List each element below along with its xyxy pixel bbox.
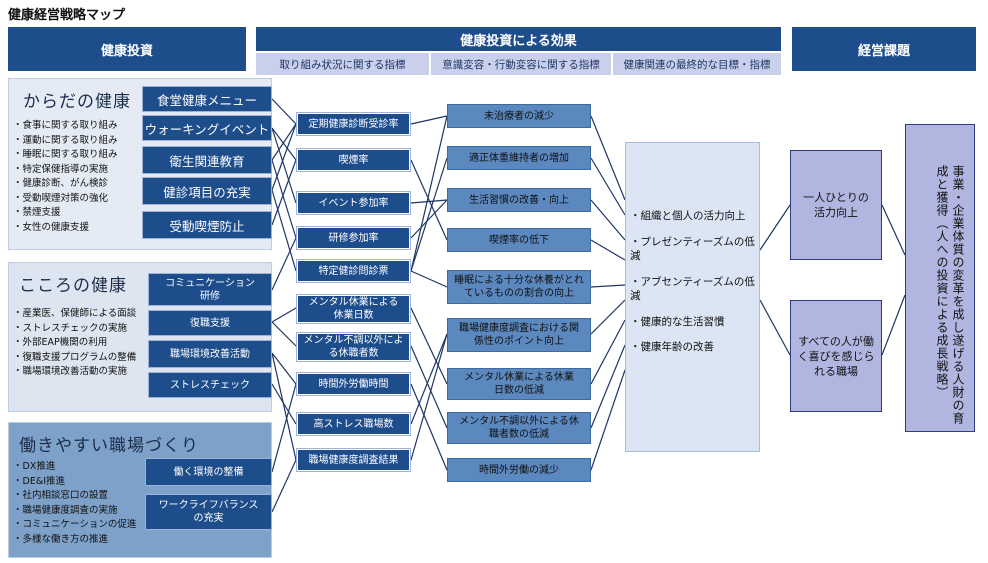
final-goals-list: 組織と個人の活力向上 プレゼンティーズムの低減 アブセンティーズムの低減 健康的… (630, 209, 758, 366)
behavior-mental-leave-reduction: メンタル休業による休業日数の低減 (447, 368, 591, 400)
behavior-sleep-rest-improvement: 睡眠による十分な休養がとれているものの割合の向上 (447, 270, 591, 304)
list-item: 職場健康度調査の実施 (13, 504, 136, 519)
final-goals-box: 組織と個人の活力向上 プレゼンティーズムの低減 アブセンティーズムの低減 健康的… (625, 142, 760, 452)
list-item: ストレスチェックの実施 (13, 322, 136, 337)
list-item: 社内相談窓口の設置 (13, 489, 136, 504)
investment-work-environment: 働く環境の整備 (145, 458, 272, 486)
subheader-final: 健康関連の最終的な目標・指標 (613, 53, 781, 75)
subheader-status: 取り組み状況に関する指標 (256, 53, 429, 75)
behavior-lifestyle-improvement: 生活習慣の改善・向上 (447, 188, 591, 212)
list-item: DE&I推進 (13, 475, 136, 490)
list-item: 女性の健康支援 (13, 221, 118, 236)
list-item: 多様な働き方の推進 (13, 533, 136, 548)
status-specific-checkup-questionnaire: 特定健診問診票 (296, 259, 411, 283)
list-item: 復職支援プログラムの整備 (13, 351, 137, 366)
investment-checkup-items: 健診項目の充実 (142, 177, 272, 205)
final-goal-item: プレゼンティーズムの低減 (630, 235, 758, 264)
panel-title: こころの健康 (19, 276, 127, 296)
list-item: 特定保健指導の実施 (13, 163, 118, 178)
behavior-smoking-decrease: 喫煙率の低下 (447, 228, 591, 252)
vision-text: 事業・企業体質の変革を成し遂げる人財の育成と獲得（人への投資による成長戦略） (935, 165, 965, 425)
panel-list: DX推進 DE&I推進 社内相談窓口の設置 職場健康度調査の実施 コミュニケーシ… (13, 460, 137, 548)
final-goal-item: アブセンティーズムの低減 (630, 275, 758, 304)
status-smoking-rate: 喫煙率 (296, 148, 411, 172)
list-item: 職場環境改善活動の実施 (13, 365, 136, 380)
panel-title: 働きやすい職場づくり (19, 436, 199, 456)
final-goal-item: 健康年齢の改善 (630, 340, 758, 355)
page-title: 健康経営戦略マップ (8, 8, 126, 23)
behavior-non-mental-leave-reduction: メンタル不調以外による休職者数の低減 (447, 412, 591, 444)
header-issues: 経営課題 (792, 27, 976, 71)
behavior-proper-weight-increase: 適正体重維持者の増加 (447, 146, 591, 170)
final-goal-item: 健康的な生活習慣 (630, 315, 758, 330)
vision-box: 事業・企業体質の変革を成し遂げる人財の育成と獲得（人への投資による成長戦略） (905, 124, 975, 432)
list-item: 食事に関する取り組み (13, 119, 118, 134)
status-high-stress-workplaces: 高ストレス職場数 (296, 412, 411, 436)
investment-work-life-balance: ワークライフバランスの充実 (145, 494, 272, 530)
status-non-mental-leave-count: メンタル不調以外による休職者数 (296, 332, 411, 362)
status-checkup-rate: 定期健康診断受診率 (296, 112, 411, 136)
investment-return-to-work: 復職支援 (148, 310, 272, 336)
behavior-untreated-decrease: 未治療者の減少 (447, 104, 591, 128)
list-item: 禁煙支援 (13, 206, 118, 221)
list-item: 外部EAP機関の利用 (13, 336, 136, 351)
status-overtime-hours: 時間外労働時間 (296, 372, 411, 396)
investment-cafeteria-menu: 食堂健康メニュー (142, 86, 272, 112)
status-workplace-survey-result: 職場健康度調査結果 (296, 448, 411, 472)
status-training-participation: 研修参加率 (296, 226, 411, 250)
investment-communication-training: コミュニケーション研修 (148, 273, 272, 306)
list-item: DX推進 (13, 460, 136, 475)
list-item: 運動に関する取り組み (13, 134, 118, 149)
panel-workplace: 働きやすい職場づくり DX推進 DE&I推進 社内相談窓口の設置 職場健康度調査… (8, 422, 272, 558)
list-item: 睡眠に関する取り組み (13, 148, 118, 163)
header-effects: 健康投資による効果 (256, 27, 781, 51)
status-mental-leave-days: メンタル休業による休業日数 (296, 294, 411, 324)
investment-hygiene-education: 衛生関連教育 (142, 146, 272, 174)
investment-walking-event: ウォーキングイベント (142, 115, 272, 141)
panel-list: 産業医、保健師による面談 ストレスチェックの実施 外部EAP機関の利用 復職支援… (13, 307, 137, 380)
list-item: コミュニケーションの促進 (13, 518, 137, 533)
issue-individual-vitality: 一人ひとりの活力向上 (790, 150, 882, 260)
behavior-relationship-points: 職場健康度調査における関係性のポイント向上 (447, 318, 591, 352)
list-item: 健康診断、がん検診 (13, 177, 118, 192)
investment-passive-smoking: 受動喫煙防止 (142, 211, 272, 239)
list-item: 受動喫煙対策の強化 (13, 192, 118, 207)
panel-list: 食事に関する取り組み 運動に関する取り組み 睡眠に関する取り組み 特定保健指導の… (13, 119, 118, 235)
investment-stress-check: ストレスチェック (148, 372, 272, 398)
behavior-overtime-reduction: 時間外労働の減少 (447, 458, 591, 482)
header-investment: 健康投資 (8, 27, 246, 71)
final-goal-item: 組織と個人の活力向上 (630, 209, 758, 224)
investment-workplace-improvement: 職場環境改善活動 (148, 340, 272, 368)
panel-title: からだの健康 (23, 92, 131, 112)
list-item: 産業医、保健師による面談 (13, 307, 137, 322)
status-event-participation: イベント参加率 (296, 191, 411, 215)
subheader-behavior: 意識変容・行動変容に関する指標 (431, 53, 611, 75)
issue-joyful-workplace: すべての人が働く喜びを感じられる職場 (790, 300, 882, 412)
